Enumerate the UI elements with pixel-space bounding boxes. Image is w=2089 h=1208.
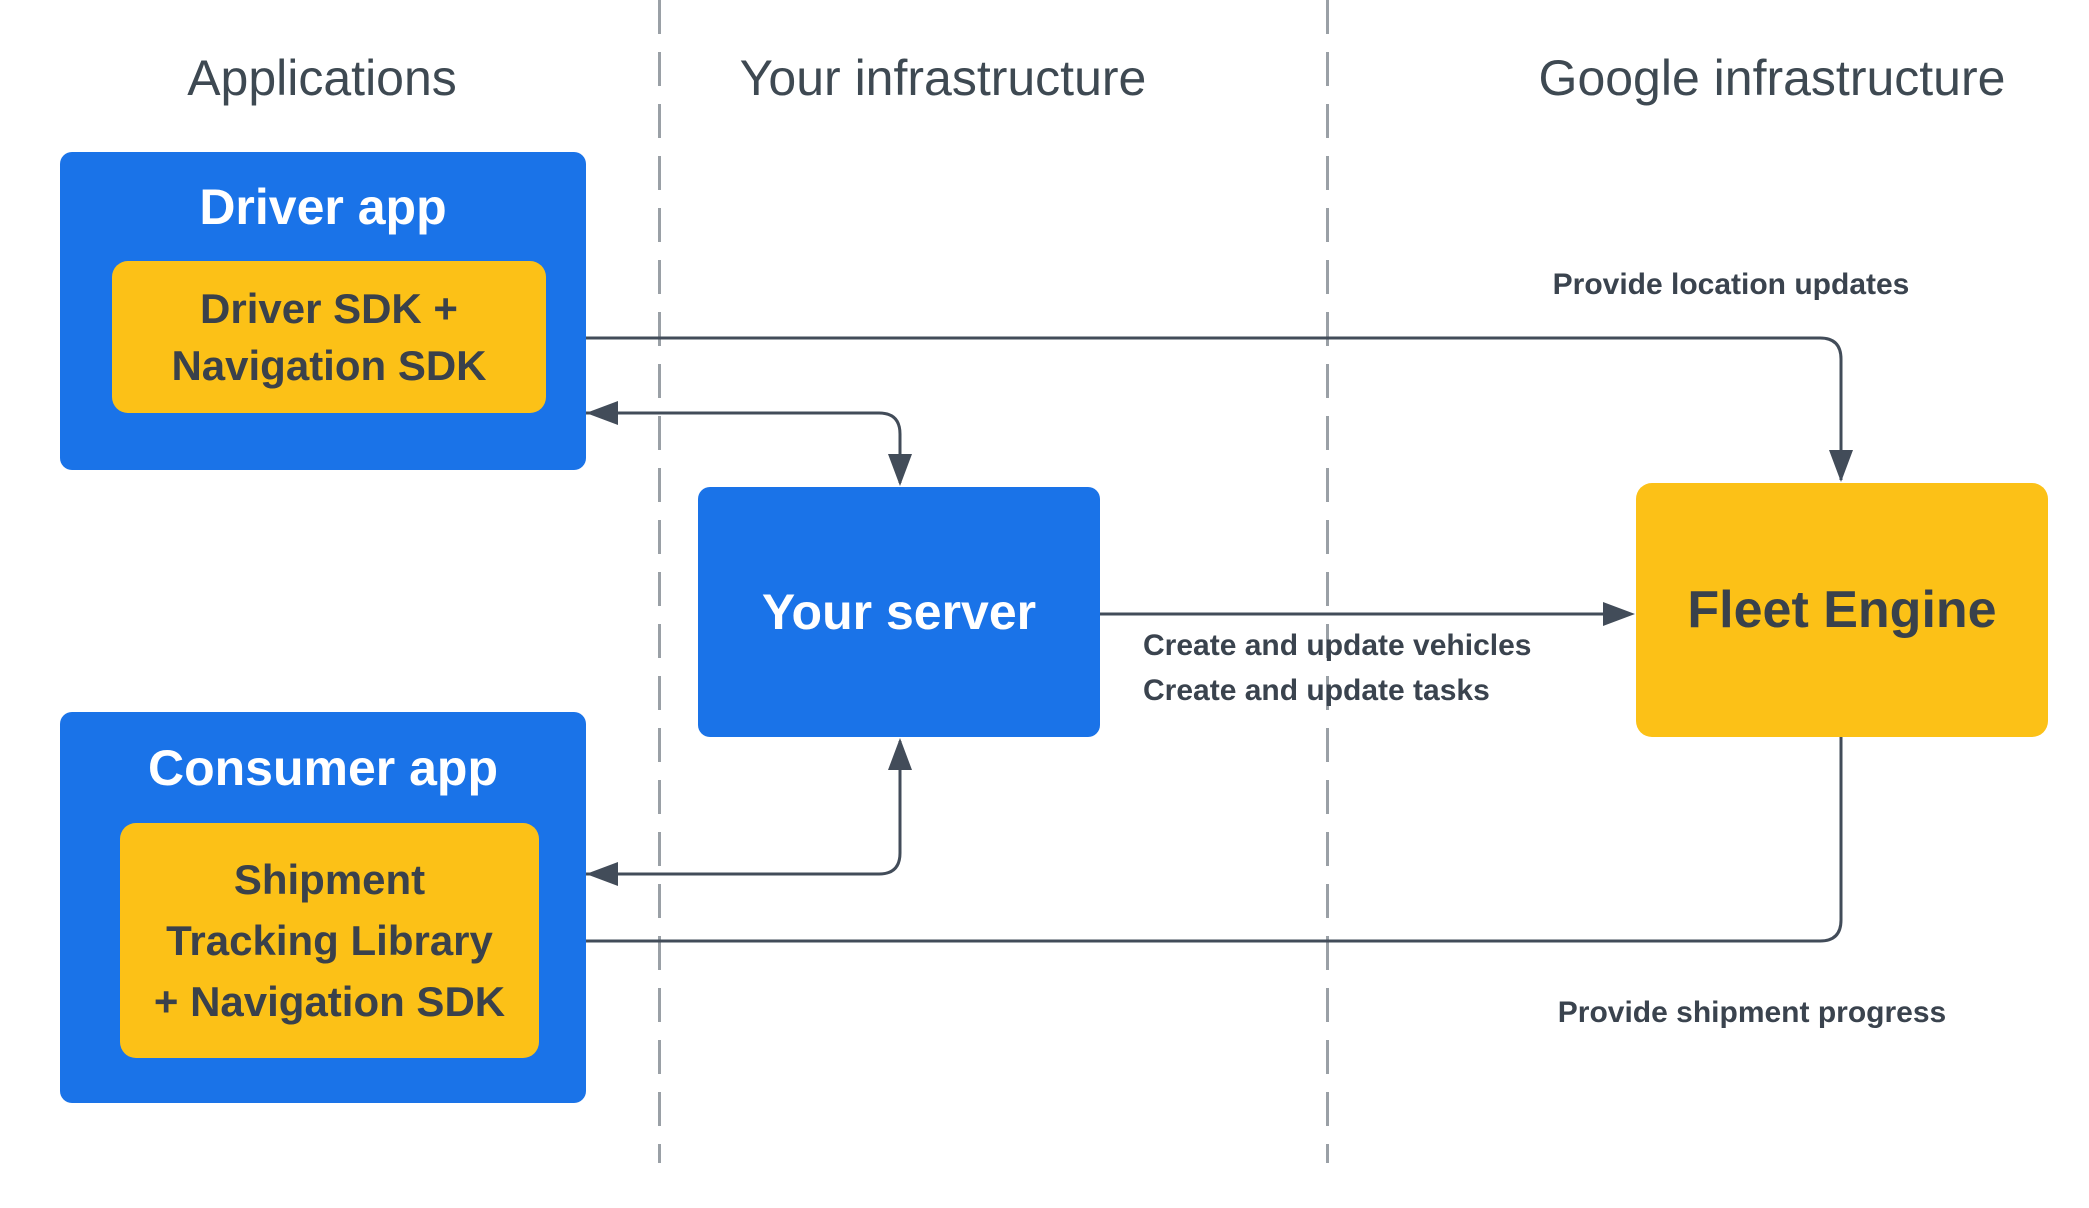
shipment-sdk-line-1: Shipment bbox=[233, 856, 426, 903]
column-header-your-infrastructure: Your infrastructure bbox=[739, 50, 1147, 106]
shipment-sdk-line-3: + Navigation SDK bbox=[153, 978, 506, 1025]
edge-driver-sdk-fleet-engine bbox=[546, 326, 1853, 482]
driver-sdk-line-1: Driver SDK + bbox=[200, 285, 458, 332]
label-provide-shipment-progress: Provide shipment progress bbox=[1557, 996, 1947, 1029]
driver-sdk-box: Driver SDK + Navigation SDK bbox=[112, 261, 546, 413]
column-header-applications: Applications bbox=[187, 50, 457, 106]
edge-consumer-app-your-server bbox=[586, 738, 912, 886]
edge-your-server-fleet-engine bbox=[1100, 602, 1635, 626]
your-server-box: Your server bbox=[698, 487, 1100, 737]
shipment-sdk-line-2: Tracking Library bbox=[166, 917, 493, 964]
label-create-update-vehicles: Create and update vehicles bbox=[1143, 629, 1532, 662]
driver-app-title: Driver app bbox=[199, 179, 447, 235]
fleet-engine-title: Fleet Engine bbox=[1687, 581, 1997, 639]
driver-sdk-line-2: Navigation SDK bbox=[171, 342, 487, 389]
label-create-and-update: Create and update vehicles Create and up… bbox=[1143, 623, 1531, 713]
label-create-update-tasks: Create and update tasks bbox=[1143, 674, 1490, 707]
consumer-app-title: Consumer app bbox=[147, 740, 499, 796]
your-server-title: Your server bbox=[761, 584, 1037, 640]
label-provide-location-updates: Provide location updates bbox=[1552, 268, 1910, 301]
edge-fleet-engine-shipment-library bbox=[540, 737, 1843, 953]
column-divider-right bbox=[1326, 0, 1329, 1163]
shipment-tracking-library-box: Shipment Tracking Library + Navigation S… bbox=[120, 823, 539, 1058]
edge-driver-app-your-server bbox=[586, 401, 912, 486]
column-divider-left bbox=[658, 0, 661, 1163]
consumer-app-box: Consumer app Shipment Tracking Library +… bbox=[60, 712, 586, 1103]
fleet-engine-box: Fleet Engine bbox=[1636, 483, 2048, 737]
driver-app-box: Driver app Driver SDK + Navigation SDK bbox=[60, 152, 586, 470]
column-header-google-infrastructure: Google infrastructure bbox=[1538, 50, 2006, 106]
